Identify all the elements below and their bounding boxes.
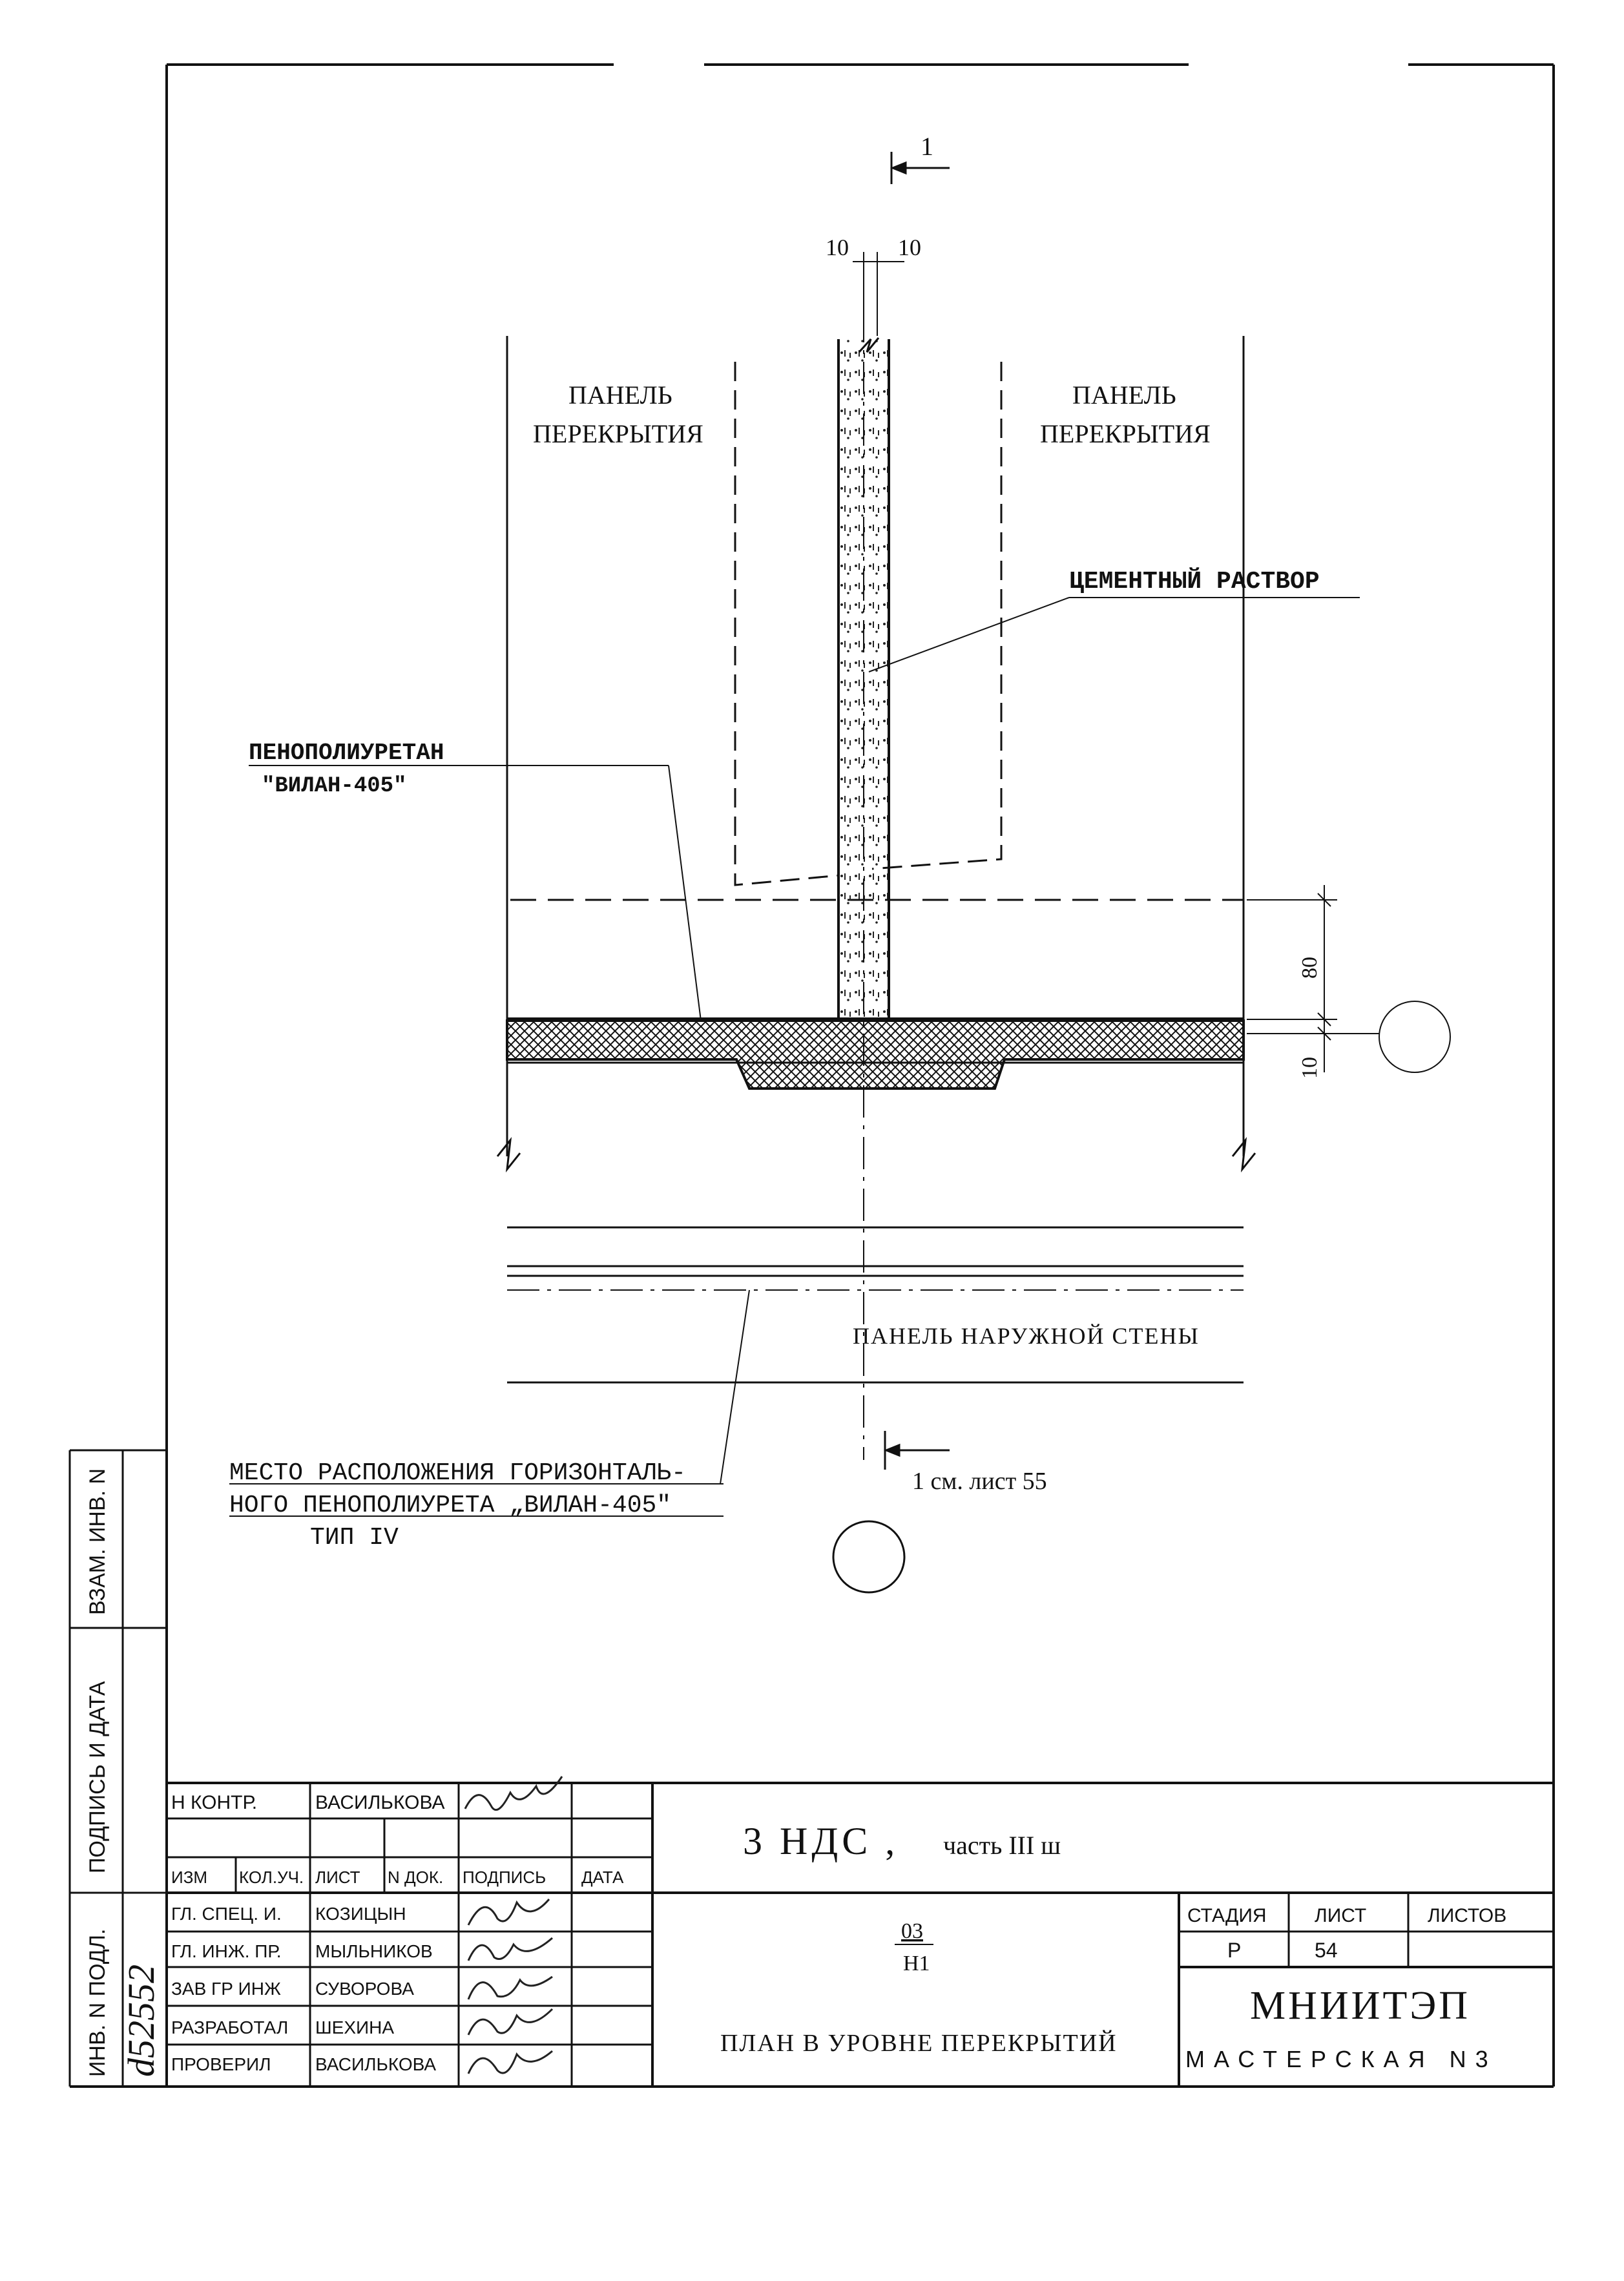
side-stamp-inv-podl: ИНВ. N ПОДЛ. (85, 1929, 110, 2077)
row-role-3: ЗАВ ГР ИНЖ (171, 1979, 281, 1999)
doc-code-top: 03 (901, 1919, 923, 1943)
header-podpis: ПОДПИСЬ (463, 1868, 546, 1887)
label-panel-right-1: ПАНЕЛЬ (1072, 380, 1176, 410)
row-name-5: ВАСИЛЬКОВА (315, 2054, 436, 2074)
side-stamp-vzam-inv: ВЗАМ. ИНВ. N (85, 1468, 110, 1615)
row-role-5: ПРОВЕРИЛ (171, 2054, 271, 2074)
row-name-2: МЫЛЬНИКОВ (315, 1941, 433, 1961)
sheet-title: ПЛАН В УРОВНЕ ПЕРЕКРЫТИЙ (720, 2030, 1118, 2057)
right-dimension (1247, 885, 1451, 1073)
sheet-header: ЛИСТ (1315, 1905, 1366, 1926)
header-izm: ИЗМ (171, 1868, 207, 1887)
side-stamp-inv-number: d52552 (120, 1964, 162, 2077)
title-block (167, 1782, 1554, 2087)
sheets-header: ЛИСТОВ (1428, 1905, 1506, 1926)
side-stamp (68, 1449, 167, 2087)
header-list: ЛИСТ (315, 1868, 360, 1887)
section-top-number: 1 (921, 132, 933, 161)
side-stamp-podpis-data: ПОДПИСЬ И ДАТА (85, 1681, 110, 1873)
section-marks (883, 152, 950, 1470)
note-line-1: МЕСТО РАСПОЛОЖЕНИЯ ГОРИЗОНТАЛЬ- (229, 1459, 686, 1487)
n-kontr-label: Н КОНТР. (171, 1792, 257, 1813)
signatures (464, 1776, 563, 2074)
org-name: МНИИТЭП (1250, 1984, 1470, 2028)
dim-gap-right: 10 (898, 234, 921, 260)
row-name-4: ШЕХИНА (315, 2017, 394, 2037)
project-part: часть III ш (943, 1831, 1061, 1860)
project-title: 3 НДС , (743, 1820, 899, 1862)
top-dimension (853, 252, 904, 336)
leader-foam (249, 765, 702, 1021)
section-bottom-ref: 1 см. лист 55 (912, 1468, 1047, 1495)
label-panel-right-2: ПЕРЕКРЫТИЯ (1040, 419, 1211, 448)
org-unit: МАСТЕРСКАЯ N3 (1185, 2046, 1497, 2072)
foam-band (506, 1017, 1245, 1090)
stage-value: Р (1227, 1939, 1241, 1962)
row-role-1: ГЛ. СПЕЦ. И. (171, 1904, 282, 1924)
label-outer-wall: ПАНЕЛЬ НАРУЖНОЙ СТЕНЫ (853, 1323, 1200, 1349)
label-panel-left-1: ПАНЕЛЬ (568, 380, 672, 410)
note-line-3: ТИП IV (310, 1524, 399, 1552)
outer-wall-panel (507, 1226, 1244, 1384)
header-data: ДАТА (581, 1868, 624, 1887)
cement-joint (837, 258, 890, 1460)
row-role-4: РАЗРАБОТАЛ (171, 2017, 288, 2037)
break-marks (496, 1137, 1256, 1172)
header-kol-uch: КОЛ.УЧ. (239, 1868, 304, 1887)
axis-marker-bottom (832, 1520, 906, 1594)
label-panel-left-2: ПЕРЕКРЫТИЯ (533, 419, 703, 448)
label-foam-2: "ВИЛАН-405" (262, 774, 406, 798)
sheet-value: 54 (1315, 1939, 1338, 1962)
n-kontr-name: ВАСИЛЬКОВА (315, 1792, 444, 1813)
leader-note (229, 1289, 750, 1517)
dim-10: 10 (1298, 1057, 1322, 1079)
dim-gap-left: 10 (826, 234, 849, 260)
label-cement: ЦЕМЕНТНЫЙ РАСТВОР (1069, 567, 1320, 596)
row-name-1: КОЗИЦЫН (315, 1904, 406, 1924)
doc-code-bottom: Н1 (903, 1952, 930, 1975)
stage-header: СТАДИЯ (1187, 1905, 1267, 1926)
row-name-3: СУВОРОВА (315, 1979, 414, 1999)
label-foam-1: ПЕНОПОЛИУРЕТАН (249, 740, 444, 766)
note-line-2: НОГО ПЕНОПОЛИУРЕТА „ВИЛАН-405" (229, 1492, 671, 1519)
sheet-frame (70, 63, 1555, 2088)
dim-80: 80 (1298, 957, 1322, 979)
leader-cement (868, 597, 1360, 672)
row-role-2: ГЛ. ИНЖ. ПР. (171, 1941, 282, 1961)
header-n-dok: N ДОК. (388, 1868, 443, 1887)
